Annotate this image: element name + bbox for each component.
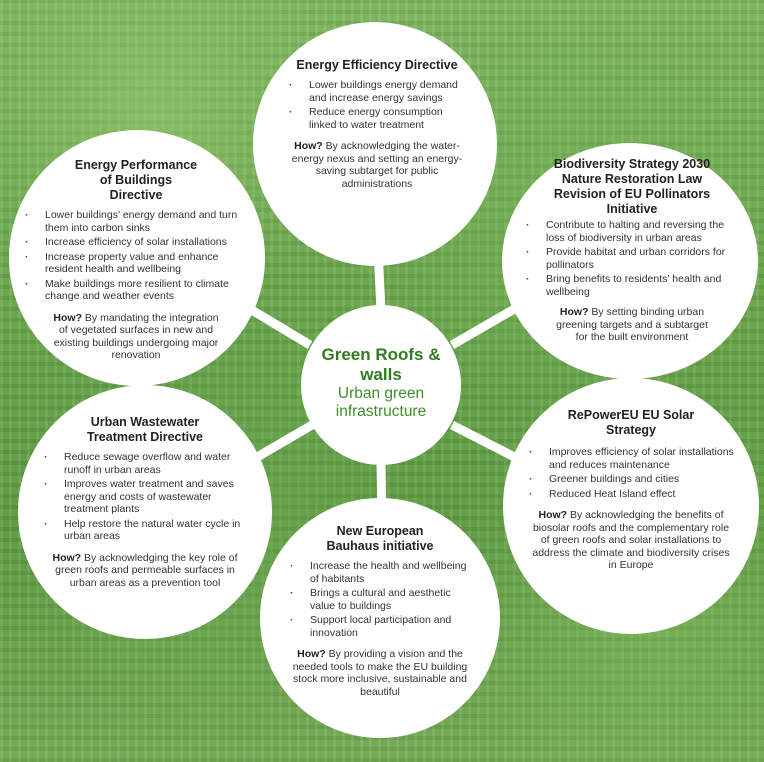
- node-energy-performance: Energy Performance of Buildings Directiv…: [9, 130, 265, 386]
- how-text: How? By acknowledging the key role of gr…: [42, 552, 248, 590]
- node-title: Energy Performance of Buildings Directiv…: [74, 158, 198, 202]
- how-text: How? By setting binding urban greening t…: [524, 306, 740, 344]
- how-label: How?: [559, 306, 589, 318]
- benefit-list: Increase the health and wellbeing of hab…: [286, 560, 474, 639]
- list-item: Contribute to halting and reversing the …: [524, 219, 740, 244]
- node-biodiversity: Biodiversity Strategy 2030 Nature Restor…: [502, 143, 758, 379]
- how-description: By mandating the integration of vegetate…: [53, 311, 219, 362]
- list-item: Reduce energy consumption linked to wate…: [287, 106, 467, 131]
- node-title: Biodiversity Strategy 2030 Nature Restor…: [553, 157, 711, 216]
- list-item: Bring benefits to residents’ health and …: [524, 273, 740, 298]
- how-text: How? By acknowledging the water-energy n…: [287, 140, 467, 190]
- node-title: Urban Wastewater Treatment Directive: [86, 415, 204, 444]
- how-label: How?: [297, 648, 326, 660]
- list-item: Increase property value and enhance resi…: [23, 251, 249, 276]
- node-title: New European Bauhaus initiative: [326, 524, 434, 553]
- list-item: Improves efficiency of solar installatio…: [527, 446, 735, 471]
- list-item: Increase efficiency of solar installatio…: [23, 236, 249, 249]
- node-bauhaus: New European Bauhaus initiative Increase…: [260, 498, 500, 738]
- list-item: Lower buildings’ energy demand and turn …: [23, 209, 249, 234]
- how-label: How?: [53, 311, 82, 324]
- benefit-list: Improves efficiency of solar installatio…: [527, 446, 735, 500]
- node-energy-efficiency: Energy Efficiency Directive Lower buildi…: [253, 22, 497, 266]
- list-item: Make buildings more resilient to climate…: [23, 278, 249, 303]
- how-text: How? By providing a vision and the neede…: [286, 648, 474, 698]
- list-item: Increase the health and wellbeing of hab…: [288, 560, 474, 585]
- center-title: Green Roofs & walls: [321, 345, 441, 384]
- how-label: How?: [294, 140, 323, 152]
- list-item: Provide habitat and urban corridors for …: [524, 246, 740, 271]
- node-title: RePowerEU EU Solar Strategy: [567, 408, 695, 437]
- how-description: By acknowledging the benefits of biosola…: [532, 509, 730, 571]
- list-item: Greener buildings and cities: [527, 473, 735, 486]
- list-item: Reduce sewage overflow and water runoff …: [42, 451, 248, 476]
- node-repowereu: RePowerEU EU Solar Strategy Improves eff…: [503, 378, 759, 634]
- node-urban-wastewater: Urban Wastewater Treatment Directive Red…: [18, 385, 272, 639]
- how-description: By acknowledging the key role of green r…: [55, 551, 238, 589]
- node-title: Energy Efficiency Directive: [296, 58, 458, 72]
- benefit-list: Contribute to halting and reversing the …: [524, 219, 740, 298]
- how-label: How?: [538, 509, 568, 521]
- list-item: Brings a cultural and aesthetic value to…: [288, 587, 474, 612]
- center-subtitle: Urban green infrastructure: [335, 385, 427, 420]
- how-label: How?: [52, 551, 82, 564]
- how-text: How? By acknowledging the benefits of bi…: [527, 509, 735, 572]
- how-description: By providing a vision and the needed too…: [292, 648, 468, 698]
- how-text: How? By mandating the integration of veg…: [23, 312, 249, 362]
- list-item: Support local participation and innovati…: [288, 614, 474, 639]
- benefit-list: Reduce sewage overflow and water runoff …: [42, 451, 248, 543]
- how-description: By setting binding urban greening target…: [556, 306, 708, 343]
- list-item: Improves water treatment and saves energ…: [42, 478, 248, 516]
- list-item: Help restore the natural water cycle in …: [42, 518, 248, 543]
- center-hub: Green Roofs & walls Urban green infrastr…: [301, 305, 461, 465]
- benefit-list: Lower buildings’ energy demand and turn …: [23, 209, 249, 303]
- benefit-list: Lower buildings energy demand and increa…: [287, 79, 467, 131]
- list-item: Reduced Heat Island effect: [527, 488, 735, 501]
- how-description: By acknowledging the water-energy nexus …: [291, 140, 463, 190]
- list-item: Lower buildings energy demand and increa…: [287, 79, 467, 104]
